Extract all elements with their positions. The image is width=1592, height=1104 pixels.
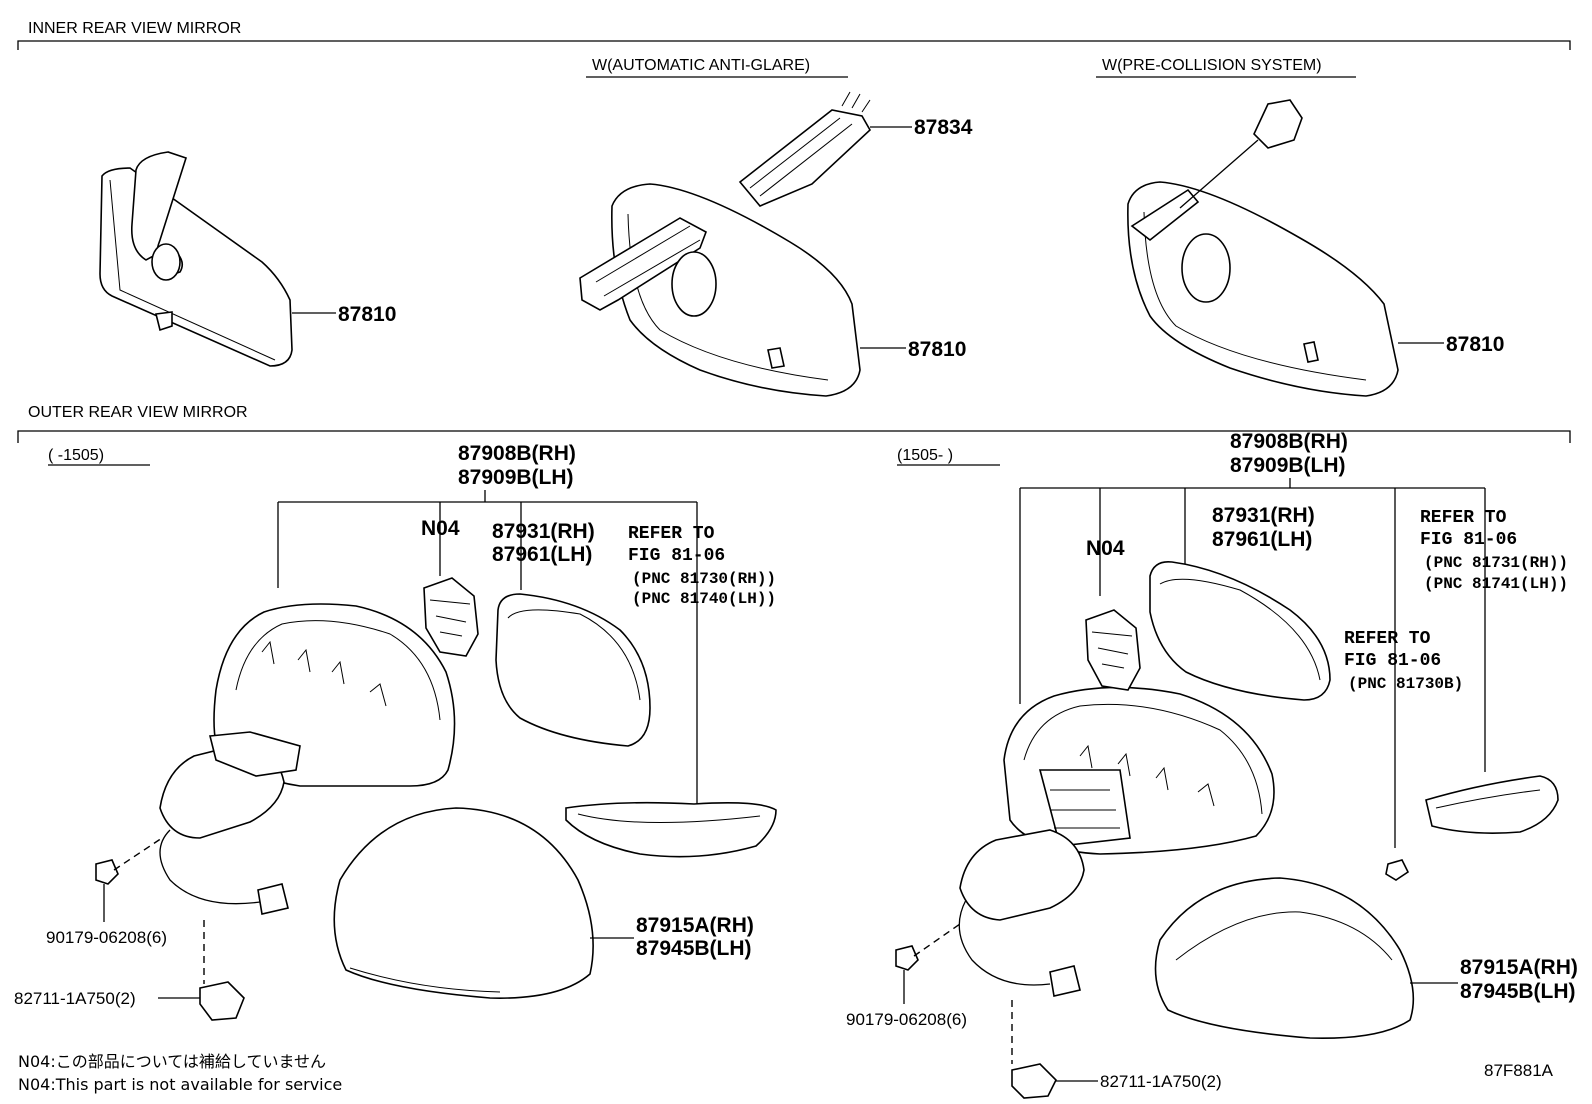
label-glass-lh-right: 87961(LH) [1212,528,1312,551]
figure-code: 87F881A [1484,1061,1554,1080]
label-cover-rh-left: 87915A(RH) [636,914,754,937]
inner-mirror-pre-collision [1127,99,1399,397]
label-87810-a: 87810 [338,303,396,326]
outer-mirror-left [95,577,777,1021]
outer-mirror-right [895,560,1559,1099]
label-nut-left: 90179-06208(6) [46,928,167,947]
cond-anti-glare: W(AUTOMATIC ANTI-GLARE) [592,57,810,74]
label-87810-c: 87810 [1446,333,1504,356]
label-clip-left: 82711-1A750(2) [14,989,136,1008]
label-assy-lh-right: 87909B(LH) [1230,454,1346,477]
ref-left-l2: FIG 81-06 [628,546,725,566]
ref-right-a-l4: (PNC 81741(LH)) [1424,575,1568,593]
label-n04-left: N04 [421,517,460,540]
label-n04-right: N04 [1086,537,1125,560]
ref-right-b-l2: FIG 81-06 [1344,651,1441,671]
ref-right-a-l2: FIG 81-06 [1420,530,1517,550]
section-outer-title: OUTER REAR VIEW MIRROR [28,404,248,421]
note-en: N04:This part is not available for servi… [18,1075,342,1094]
ref-left-l3: (PNC 81730(RH)) [632,570,776,588]
ref-right-a-l3: (PNC 81731(RH)) [1424,554,1568,572]
label-cover-lh-left: 87945B(LH) [636,937,752,960]
ref-right-b-l3: (PNC 81730B) [1348,675,1463,693]
note-jp: N04:この部品については補給していません [18,1052,326,1071]
label-assy-rh-left: 87908B(RH) [458,442,576,465]
section-outer-bracket [17,430,1571,443]
ref-left-l1: REFER TO [628,524,715,544]
cond-pre-collision: W(PRE-COLLISION SYSTEM) [1102,57,1322,74]
section-inner-bracket [17,40,1571,50]
label-cover-rh-right: 87915A(RH) [1460,956,1578,979]
label-87810-b: 87810 [908,338,966,361]
ref-right-a-l1: REFER TO [1420,508,1507,528]
label-glass-rh-left: 87931(RH) [492,520,595,543]
tree-lines-left [277,490,698,818]
label-assy-lh-left: 87909B(LH) [458,466,574,489]
ref-right-b-l1: REFER TO [1344,629,1431,649]
label-glass-rh-right: 87931(RH) [1212,504,1315,527]
label-assy-rh-right: 87908B(RH) [1230,430,1348,453]
inner-mirror-anti-glare [579,91,872,397]
label-clip-right: 82711-1A750(2) [1100,1072,1222,1091]
ref-left-l4: (PNC 81740(LH)) [632,590,776,608]
cond-before-1505: ( -1505) [48,447,104,464]
cond-after-1505: (1505- ) [897,447,953,464]
label-cover-lh-right: 87945B(LH) [1460,980,1576,1003]
label-glass-lh-left: 87961(LH) [492,543,592,566]
label-nut-right: 90179-06208(6) [846,1010,967,1029]
tree-lines-right [1019,478,1486,848]
inner-mirror-standard [99,151,293,367]
label-87834: 87834 [914,116,973,139]
section-inner-title: INNER REAR VIEW MIRROR [28,20,241,37]
